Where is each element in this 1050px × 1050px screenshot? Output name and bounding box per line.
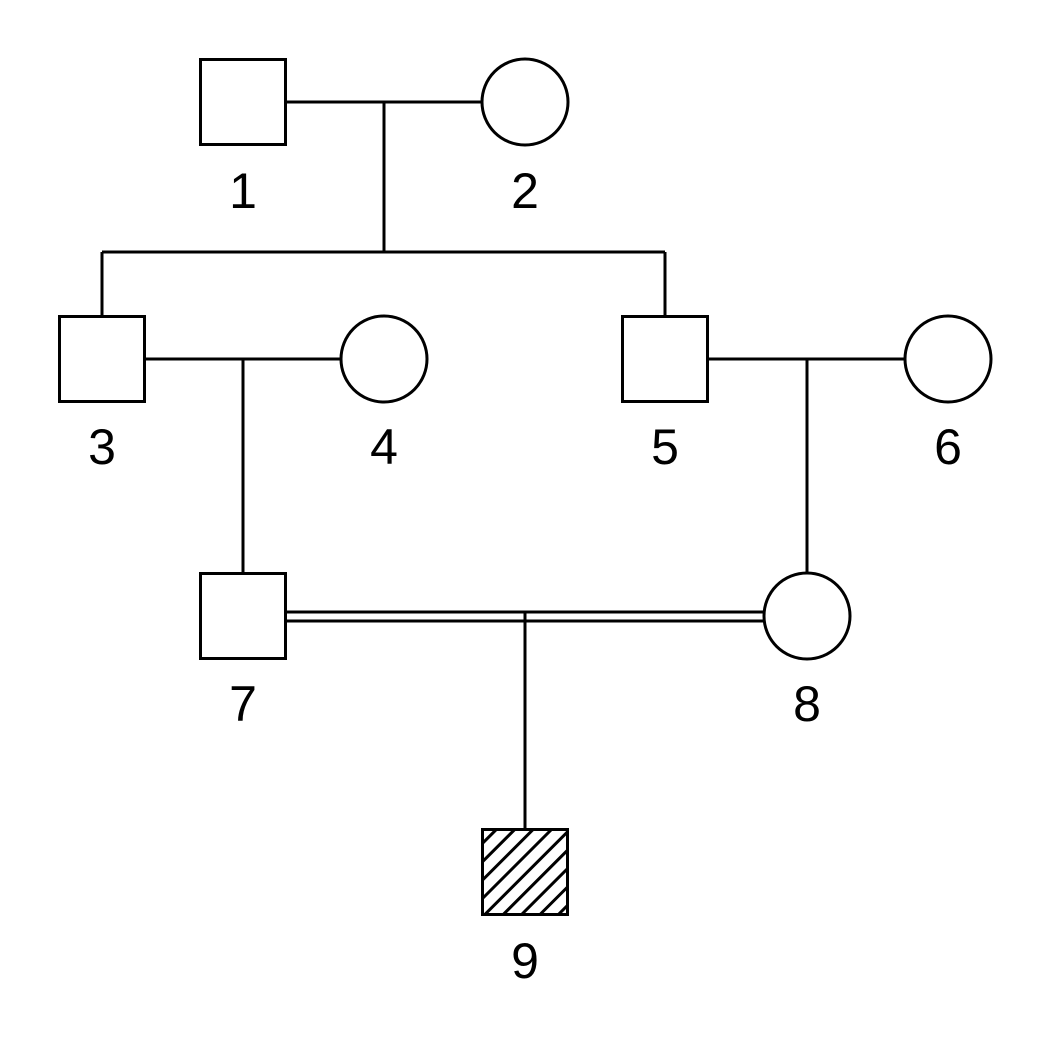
individual-7-male-symbol	[199, 572, 287, 660]
individual-9-label: 9	[511, 933, 539, 989]
individual-5-male-symbol	[621, 315, 709, 403]
individual-8-label: 8	[793, 676, 821, 732]
individual-5-label: 5	[651, 419, 679, 475]
individual-4-female-symbol	[339, 314, 429, 404]
individual-8-female-symbol	[762, 571, 852, 661]
individual-1-male-symbol	[199, 58, 287, 146]
individual-3-label: 3	[88, 419, 116, 475]
individual-1-label: 1	[229, 163, 257, 219]
individual-2-label: 2	[511, 163, 539, 219]
individual-6-female-symbol	[903, 314, 993, 404]
individual-4-label: 4	[370, 419, 398, 475]
individual-6-label: 6	[934, 419, 962, 475]
individual-2-female-symbol	[480, 57, 570, 147]
individual-9-affected-male-symbol	[481, 828, 569, 916]
individual-3-male-symbol	[58, 315, 146, 403]
individual-7-label: 7	[229, 676, 257, 732]
